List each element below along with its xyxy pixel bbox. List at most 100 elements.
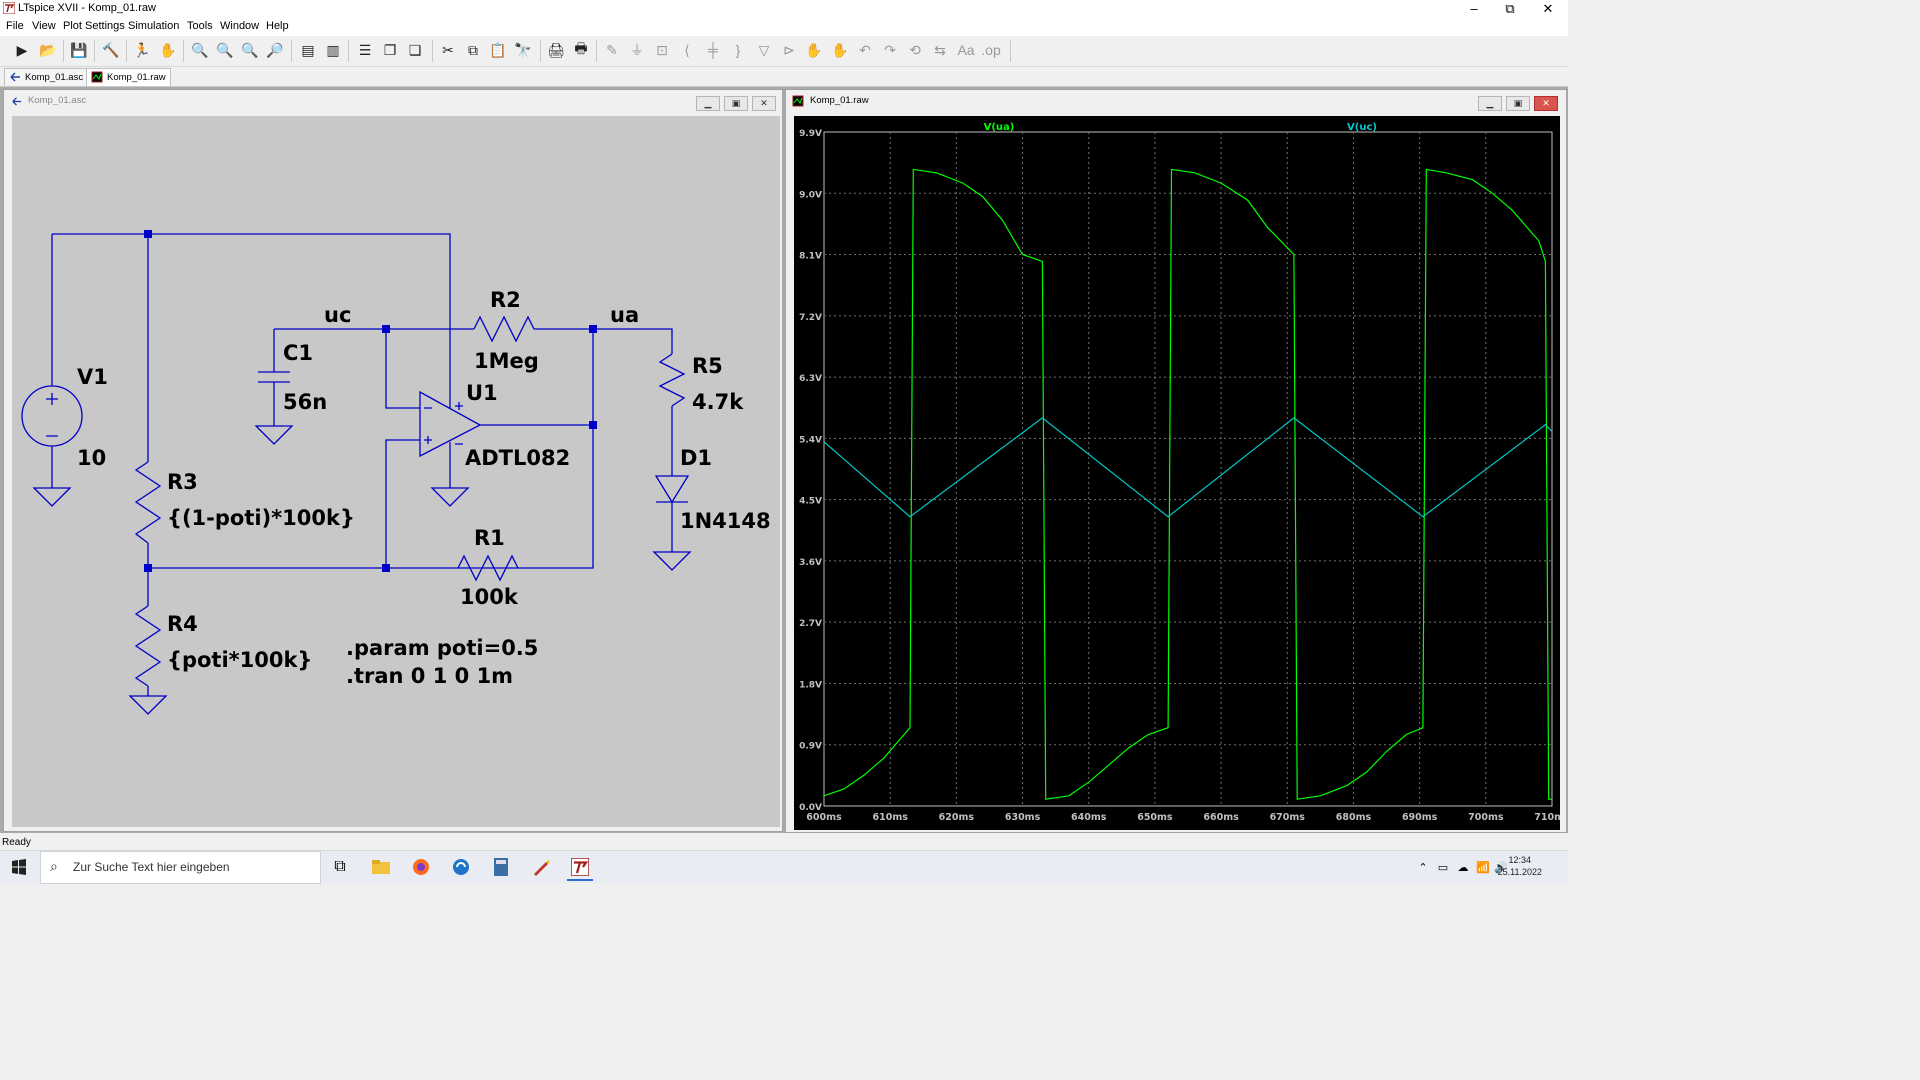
y-tick-label: 7.2V: [799, 313, 822, 323]
capacitor-icon[interactable]: ╪: [708, 42, 718, 58]
spice-directive-param[interactable]: .param poti=0.5: [346, 636, 538, 660]
clock-time: 12:34: [1508, 855, 1532, 865]
inductor-icon[interactable]: }: [735, 42, 741, 58]
plot-minimize-button[interactable]: ▁: [1478, 96, 1502, 111]
schematic-restore-button[interactable]: ▣: [724, 96, 748, 111]
r1-value: 100k: [460, 585, 519, 609]
component-icon[interactable]: ⊳: [783, 41, 795, 58]
control-panel-icon[interactable]: 🔨: [102, 41, 120, 58]
status-text: Ready: [2, 837, 31, 848]
tile-vertical-icon[interactable]: ❐: [383, 41, 397, 58]
tray-cloud-icon[interactable]: ☁: [1457, 861, 1469, 874]
r4-label: R4: [167, 612, 198, 636]
ground-icon[interactable]: ⏚: [630, 42, 644, 58]
y-tick-label: 3.6V: [799, 558, 822, 568]
d1-value: 1N4148: [680, 509, 771, 533]
text-icon[interactable]: Aa: [957, 42, 975, 58]
menu-view[interactable]: View: [32, 20, 56, 32]
schematic-close-button[interactable]: ✕: [752, 96, 776, 111]
v1-label: V1: [77, 365, 108, 389]
cut-icon[interactable]: ✂: [442, 41, 454, 58]
legend-v-uc[interactable]: V(uc): [1347, 122, 1377, 133]
drag-hand-icon[interactable]: ✋: [831, 41, 849, 58]
zoom-in-icon[interactable]: 🔍: [191, 41, 209, 58]
sync-app-icon[interactable]: [448, 855, 474, 879]
tray-chevron-up-icon[interactable]: ⌃: [1418, 861, 1428, 874]
print-preview-icon[interactable]: 🖶: [574, 40, 588, 56]
menu-plot-settings[interactable]: Plot Settings: [63, 20, 125, 32]
maximize-button[interactable]: ⧉: [1505, 1, 1515, 16]
open-folder-icon[interactable]: 📂: [39, 41, 57, 58]
copy-icon[interactable]: ⧉: [468, 41, 478, 58]
plot-close-button[interactable]: ✕: [1534, 96, 1558, 111]
cascade-icon[interactable]: ❏: [408, 41, 422, 58]
ground-d1: [652, 551, 692, 571]
schematic-window-titlebar[interactable]: Komp_01.asc ▁ ▣ ✕: [4, 90, 782, 112]
taskbar-search-box[interactable]: ⌕ Zur Suche Text hier eingeben: [40, 851, 321, 884]
windows-start-icon[interactable]: [6, 855, 32, 879]
pan-hand-icon[interactable]: ✋: [159, 41, 177, 58]
print-icon[interactable]: 🖨: [547, 41, 565, 58]
taskbar-clock[interactable]: 12:34 25.11.2022: [1498, 854, 1542, 878]
y-tick-label: 0.0V: [799, 803, 822, 813]
paste-icon[interactable]: 📋: [489, 41, 507, 58]
find-binoculars-icon[interactable]: 🔭: [514, 41, 532, 58]
schematic-minimize-button[interactable]: ▁: [696, 96, 720, 111]
new-schematic-icon[interactable]: ▶: [16, 41, 28, 58]
tray-volume-icon[interactable]: 🔊: [1494, 861, 1508, 874]
undo-icon[interactable]: ↶: [859, 41, 871, 58]
ltspice-taskbar-icon[interactable]: [567, 855, 593, 881]
trace-v-ua[interactable]: [823, 168, 1552, 800]
diode-icon[interactable]: ▽: [758, 41, 770, 58]
tray-device-icon[interactable]: ▭: [1437, 861, 1449, 874]
menu-help[interactable]: Help: [266, 20, 289, 32]
v1-value: 10: [77, 446, 106, 470]
trace-v-uc[interactable]: [823, 417, 1553, 518]
r5-value: 4.7k: [692, 390, 744, 414]
x-tick-label: 600ms: [806, 812, 842, 823]
spice-directive-icon[interactable]: .op: [981, 42, 1001, 58]
tab-schematic[interactable]: Komp_01.asc: [4, 68, 89, 86]
label-net-icon[interactable]: ⊡: [656, 41, 668, 58]
redo-icon[interactable]: ↷: [884, 41, 896, 58]
save-icon[interactable]: 💾: [70, 41, 88, 58]
legend-v-ua[interactable]: V(ua): [984, 122, 1015, 133]
tab-waveform[interactable]: Komp_01.raw: [86, 68, 171, 86]
draw-wire-icon[interactable]: ✎: [606, 41, 618, 58]
move-hand-icon[interactable]: ✋: [805, 41, 823, 58]
c1-capacitor-symbol: [258, 371, 290, 383]
firefox-icon[interactable]: [408, 855, 434, 879]
run-icon[interactable]: 🏃: [133, 41, 151, 58]
zoom-pan-icon[interactable]: 🔍: [216, 41, 234, 58]
zoom-out-icon[interactable]: 🔍: [241, 41, 259, 58]
menu-file[interactable]: File: [6, 20, 24, 32]
document-tabs: Komp_01.asc Komp_01.raw: [0, 67, 1568, 87]
calculator-icon[interactable]: [488, 855, 514, 879]
tray-network-icon[interactable]: 📶: [1476, 861, 1490, 874]
tile-horizontal-icon[interactable]: ☰: [358, 41, 372, 58]
menu-simulation[interactable]: Simulation: [128, 20, 180, 32]
x-tick-label: 690ms: [1402, 812, 1438, 823]
rotate-icon[interactable]: ⟲: [909, 41, 921, 58]
resistor-icon[interactable]: ⟨: [684, 41, 690, 58]
file-explorer-icon[interactable]: [368, 855, 394, 879]
x-tick-label: 650ms: [1137, 812, 1173, 823]
plot-window-titlebar[interactable]: Komp_01.raw ▁ ▣ ✕: [786, 90, 1566, 112]
plot-restore-button[interactable]: ▣: [1506, 96, 1530, 111]
menu-tools[interactable]: Tools: [187, 20, 213, 32]
zoom-fit-icon[interactable]: 🔎: [266, 41, 284, 58]
pen-app-icon[interactable]: [528, 855, 554, 879]
schematic-canvas[interactable]: V1 10 C1 56n uc R2 1Meg ua R5 4.7k U1 AD…: [12, 116, 780, 827]
spice-directive-tran[interactable]: .tran 0 1 0 1m: [346, 664, 513, 688]
mirror-icon[interactable]: ⇆: [934, 41, 946, 58]
autorange-x-icon[interactable]: ▥: [326, 41, 340, 58]
close-button[interactable]: ✕: [1542, 1, 1554, 16]
menu-window[interactable]: Window: [220, 20, 260, 32]
minimize-button[interactable]: –: [1470, 1, 1478, 16]
c1-label: C1: [283, 341, 313, 365]
task-view-icon[interactable]: ⧉: [334, 858, 346, 875]
schematic-window: Komp_01.asc ▁ ▣ ✕: [3, 89, 783, 832]
autorange-y-icon[interactable]: ▤: [301, 41, 315, 58]
